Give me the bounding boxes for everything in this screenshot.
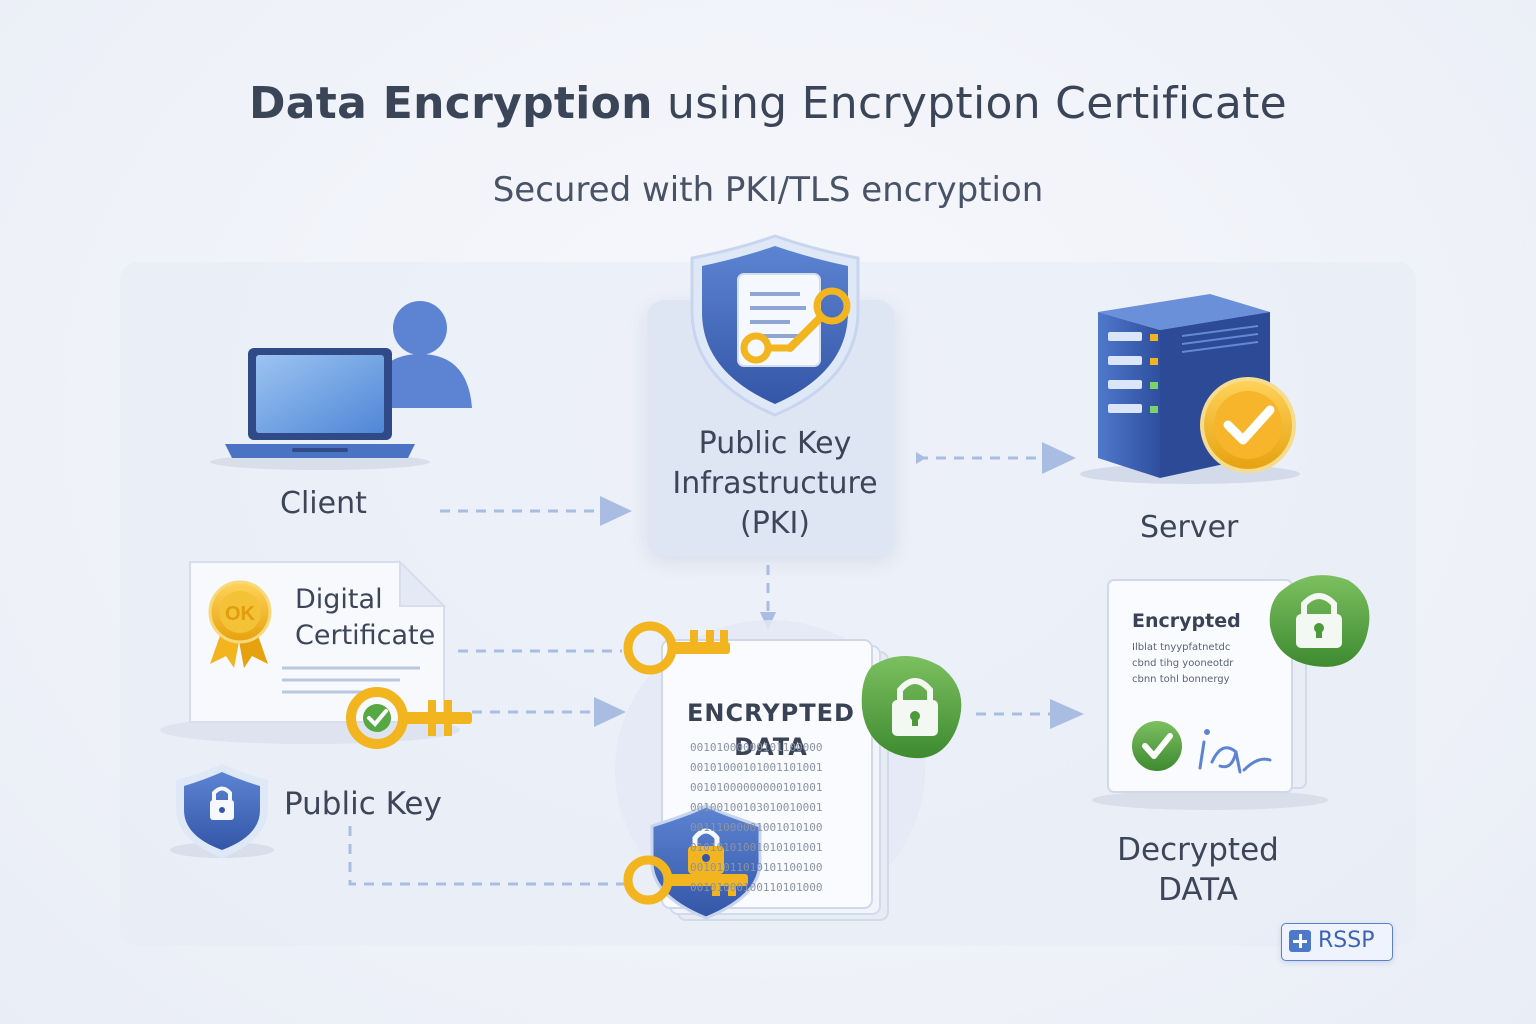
lock-icon-data — [861, 656, 962, 759]
bits-row: 01010101001010101001 — [690, 841, 823, 854]
bits-row: 00101000000101100000 — [690, 741, 823, 754]
shield-certificate-icon — [690, 234, 860, 417]
lock-icon-decrypted — [1269, 575, 1370, 667]
key-icon-data-bottom — [623, 855, 748, 905]
laptop-icon — [210, 348, 430, 470]
seal-icon: OK — [208, 580, 272, 668]
pki-label: Public Key Infrastructure (PKI) — [672, 426, 878, 541]
page-title: Data Encryption using Encryption Certifi… — [0, 78, 1536, 129]
checkmark-icon — [1132, 721, 1182, 771]
decrypted-doc-lines: Ilblat tnyypfatnetdc cbnd tihg yooneotdr… — [1132, 640, 1233, 688]
document-icon-encrypted — [615, 620, 925, 921]
bits-row: 00101000101001101001 — [690, 761, 823, 774]
encrypted-data-label: ENCRYPTED DATA — [687, 699, 855, 761]
user-icon — [368, 301, 472, 408]
encrypted-bits: 00101000000101100000 0010100010100110100… — [690, 738, 860, 898]
arrow-publickey-to-data — [348, 826, 626, 886]
server-label: Server — [1140, 510, 1239, 545]
bits-row: 00111000001001010100 — [690, 821, 823, 834]
decrypted-doc-heading: Encrypted — [1132, 610, 1241, 632]
decrypted-data-label: Decrypted DATA — [1117, 832, 1279, 908]
key-icon-pki — [740, 287, 851, 364]
digital-certificate-label: Digital Certificate — [295, 584, 436, 651]
rssp-label: RSSP — [1318, 928, 1375, 953]
check-badge-icon — [1200, 377, 1296, 473]
doc-line: cbnn tohl bonnergy — [1132, 674, 1230, 685]
key-icon-data-top — [623, 621, 730, 675]
connectors — [348, 456, 1050, 886]
plus-icon — [1289, 930, 1311, 952]
doc-line: Ilblat tnyypfatnetdc — [1132, 642, 1231, 653]
title-bold: Data Encryption — [248, 78, 653, 129]
client-label: Client — [280, 486, 367, 521]
bits-row: 00101000000000101001 — [690, 781, 823, 794]
public-key-label: Public Key — [284, 786, 442, 822]
page-subtitle: Secured with PKI/TLS encryption — [492, 170, 1044, 210]
title-rest: using Encryption Certificate — [652, 78, 1288, 129]
shield-lock-icon — [170, 764, 274, 858]
signature-icon — [1198, 729, 1272, 774]
bits-row: 00101000100110101000 — [690, 881, 823, 894]
key-icon-certificate — [346, 687, 472, 749]
bits-row: 00101011010101100100 — [690, 861, 823, 874]
rssp-badge[interactable]: RSSP — [1281, 923, 1393, 961]
bits-row: 00100100103010010001 — [690, 801, 823, 814]
doc-line: cbnd tihg yooneotdr — [1132, 658, 1234, 669]
seal-text: OK — [225, 603, 256, 625]
